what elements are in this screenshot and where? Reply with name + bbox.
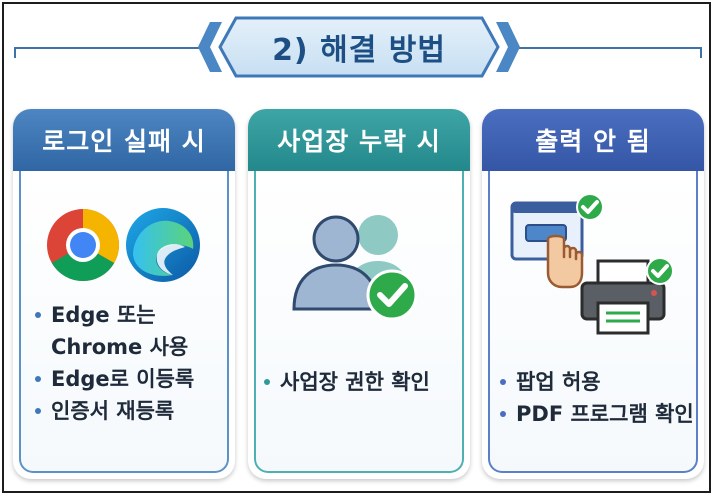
card-title: 출력 안 됨 <box>482 109 704 171</box>
page-title: 2) 해결 방법 <box>272 33 446 68</box>
chrome-logo-icon <box>47 209 120 282</box>
card-bullet-list: 사업장 권한 확인 <box>264 366 430 398</box>
card-missing-workplace: 사업장 누락 시 사업장 권한 확인 <box>248 109 470 479</box>
list-item: Edge 또는 <box>35 299 194 331</box>
card-bullet-list: 팝업 허용 PDF 프로그램 확인 <box>500 366 694 430</box>
card-print-failure: 출력 안 됨 팝업 허용 PDF 프로그램 확인 <box>482 109 704 479</box>
popup-click-icon <box>510 193 604 289</box>
banner-shape <box>198 16 520 78</box>
list-item: PDF 프로그램 확인 <box>500 398 694 430</box>
banner-line-left <box>14 47 204 49</box>
list-item: Edge로 이등록 <box>35 363 194 395</box>
list-item: 인증서 재등록 <box>35 395 194 427</box>
banner-line-cap-left <box>14 47 16 58</box>
card-bullet-list: Edge 또는 Chrome 사용 Edge로 이등록 인증서 재등록 <box>35 299 194 427</box>
list-item: 사업장 권한 확인 <box>264 366 430 398</box>
banner-line-cap-right <box>700 47 702 58</box>
card-body <box>19 171 229 473</box>
list-item: 팝업 허용 <box>500 366 694 398</box>
card-title: 로그인 실패 시 <box>13 109 235 171</box>
edge-logo-icon <box>126 208 200 282</box>
banner-line-right <box>512 47 702 49</box>
printer-icon <box>580 257 674 335</box>
card-login-failure: 로그인 실패 시 Edge 또는 Chrome 사용 Edge로 이등록 인증서… <box>13 109 235 479</box>
users-check-icon <box>292 215 418 321</box>
card-body <box>254 171 464 473</box>
list-item: Chrome 사용 <box>51 335 189 359</box>
card-title: 사업장 누락 시 <box>248 109 470 171</box>
